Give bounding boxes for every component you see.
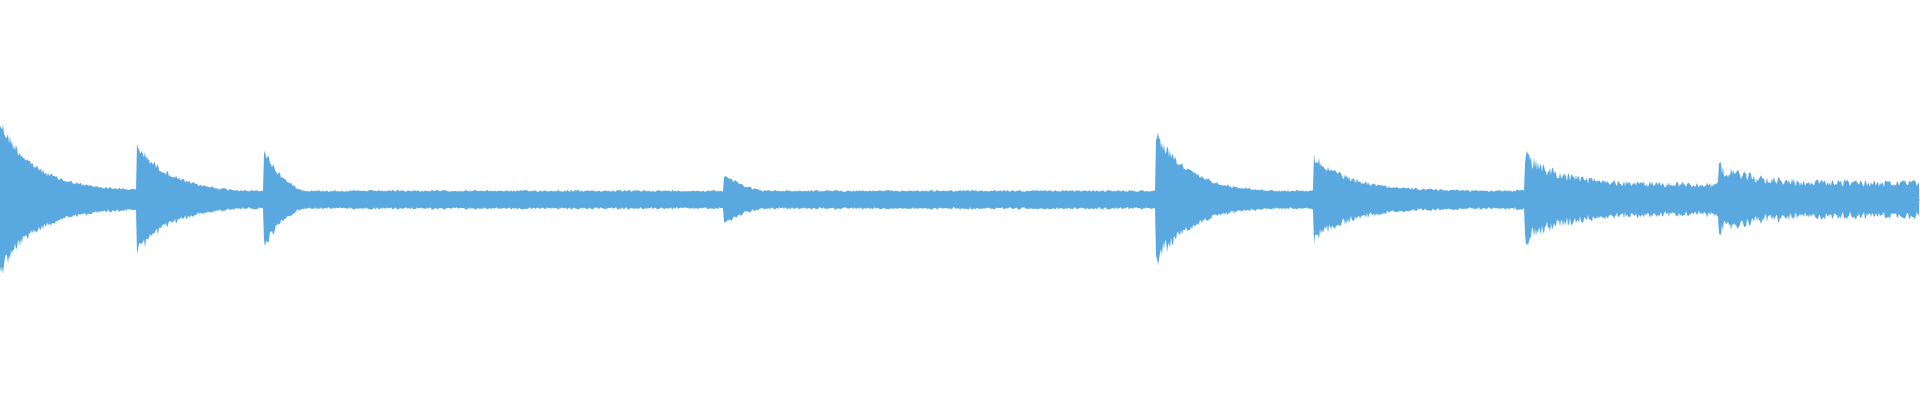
waveform-envelope	[0, 124, 1919, 275]
